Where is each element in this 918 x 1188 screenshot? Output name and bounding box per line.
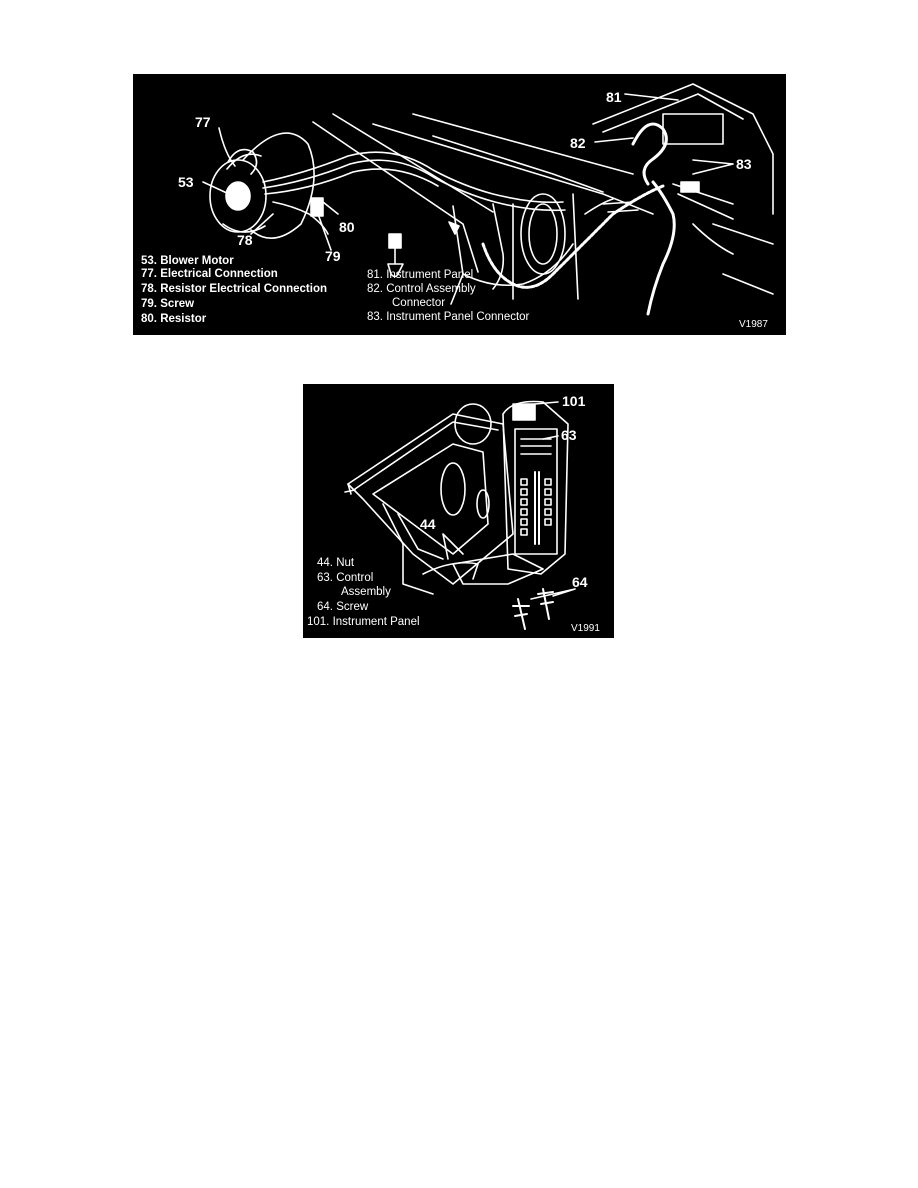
- leader-77: [218, 127, 236, 167]
- dash-frame: [312, 121, 479, 273]
- legend-item-77: 77. Electrical Connection: [141, 268, 278, 280]
- bracket-slot: [440, 462, 466, 516]
- instrument-panel-connector-shape: [680, 181, 700, 193]
- callout-78: 78: [237, 232, 253, 248]
- leader-83: [692, 159, 734, 175]
- legend-item-83: 83. Instrument Panel Connector: [367, 311, 530, 323]
- figure-id: V1991: [571, 623, 600, 634]
- callout-64: 64: [572, 574, 588, 590]
- legend-item-80: 80. Resistor: [141, 313, 207, 325]
- blower-motor-diagram: 77 53 78 79 80 81 82 83 53. Blower Motor…: [133, 74, 786, 335]
- wire-harness: [262, 151, 564, 204]
- legend-item-78: 78. Resistor Electrical Connection: [141, 283, 327, 295]
- duct-ring: [520, 193, 566, 275]
- leader-53: [202, 181, 230, 195]
- leader-78: [250, 213, 274, 235]
- screw-1: [512, 598, 530, 630]
- leader-44: [442, 533, 464, 560]
- callout-83: 83: [736, 156, 752, 172]
- callout-80: 80: [339, 219, 355, 235]
- legend-item-101: 101. Instrument Panel: [307, 616, 420, 628]
- blower-motor-body: [242, 132, 315, 239]
- legend-item-53: 53. Blower Motor: [141, 255, 234, 267]
- callout-79: 79: [325, 248, 341, 264]
- panel-tab: [512, 403, 536, 421]
- resistor-shape: [310, 197, 324, 217]
- control-assembly-illustration: [344, 400, 576, 630]
- legend-item-44: 44. Nut: [317, 557, 355, 569]
- connector-harness: [631, 122, 668, 186]
- legend-item-82: 82. Control Assembly: [367, 283, 476, 295]
- blower-motor-hub: [225, 181, 251, 211]
- duct-opening: [454, 403, 492, 445]
- callout-63: 63: [561, 427, 577, 443]
- leader-82: [594, 137, 634, 143]
- leader-64: [530, 588, 576, 600]
- leader-81: [624, 93, 679, 101]
- figure-id: V1987: [739, 319, 768, 330]
- blower-motor-illustration: [202, 83, 774, 316]
- callout-82: 82: [570, 135, 586, 151]
- callout-81: 81: [606, 89, 622, 105]
- leader-101: [534, 401, 559, 405]
- control-faceplate: [514, 428, 558, 555]
- legend-item-82-cont: Connector: [392, 297, 446, 309]
- legend-item-64: 64. Screw: [317, 601, 369, 613]
- legend-item-81: 81. Instrument Panel: [367, 269, 474, 281]
- callout-53: 53: [178, 174, 194, 190]
- leader-63: [542, 435, 559, 440]
- callout-101: 101: [562, 393, 586, 409]
- control-assembly-diagram: 101 63 44 64 44. Nut 63. Control Assembl…: [303, 384, 614, 638]
- leader-80: [322, 201, 339, 215]
- callout-44: 44: [420, 516, 436, 532]
- screw-2: [537, 588, 554, 620]
- twisted-harness: [481, 184, 665, 289]
- callout-77: 77: [195, 114, 211, 130]
- legend-item-79: 79. Screw: [141, 298, 195, 310]
- legend-item-63: 63. Control: [317, 572, 374, 584]
- control-assembly-body: [502, 400, 569, 575]
- legend-item-63-cont: Assembly: [341, 586, 391, 598]
- leader-79: [317, 213, 332, 251]
- control-opening: [662, 113, 724, 145]
